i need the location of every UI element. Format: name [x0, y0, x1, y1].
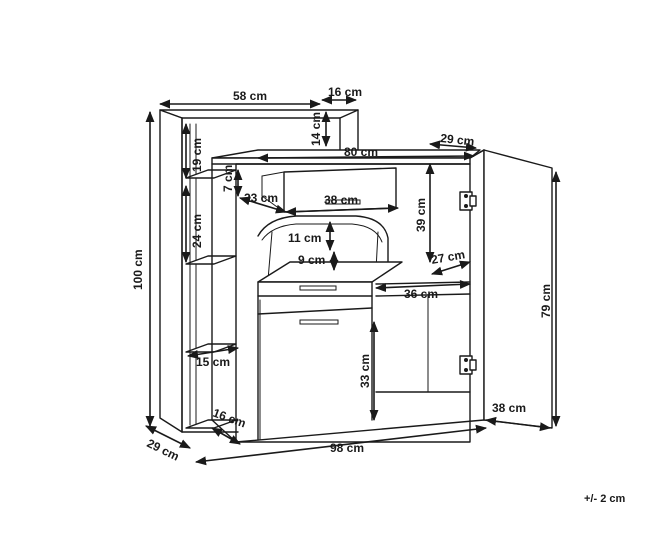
shelf-side-panel	[159, 109, 183, 433]
label-79: 79 cm	[539, 284, 553, 318]
label-100: 100 cm	[131, 249, 145, 290]
dim-line-29-top	[428, 140, 478, 152]
dimension-lines	[144, 95, 561, 466]
label-58: 58 cm	[233, 89, 267, 103]
tolerance-note: +/- 2 cm	[584, 493, 625, 505]
label-29-top: 29 cm	[440, 131, 475, 148]
shelf-top-face	[159, 109, 359, 119]
flip-handle	[299, 285, 337, 291]
label-19: 19 cm	[190, 138, 204, 172]
label-80: 80 cm	[344, 145, 378, 159]
label-98: 98 cm	[330, 441, 364, 455]
small-shelf-3	[185, 343, 237, 353]
label-23: 23 cm	[244, 191, 278, 205]
left-shelf-unit	[159, 109, 359, 433]
dim-line-80	[256, 151, 476, 163]
cabinet-top-edge	[211, 157, 471, 165]
hinge-top	[459, 191, 477, 211]
label-27: 27 cm	[430, 247, 466, 267]
bottom-handle	[299, 319, 339, 325]
dim-line-29-bottom	[144, 425, 192, 449]
label-38-drawer: 38 cm	[324, 193, 358, 207]
label-16-top: 16 cm	[328, 85, 362, 99]
label-38-door: 38 cm	[492, 401, 526, 415]
label-33: 33 cm	[358, 354, 372, 388]
label-39: 39 cm	[414, 198, 428, 232]
label-9: 9 cm	[298, 253, 325, 267]
flip-door-lid	[257, 261, 403, 283]
dim-line-38-drawer	[284, 203, 400, 217]
dim-line-27	[430, 260, 472, 276]
open-door	[459, 149, 553, 429]
dim-line-36	[374, 279, 472, 293]
door-panel	[483, 149, 553, 429]
dim-line-98	[194, 424, 488, 466]
label-14: 14 cm	[309, 112, 323, 146]
small-shelf-2	[185, 255, 237, 265]
label-24: 24 cm	[190, 214, 204, 248]
label-36: 36 cm	[404, 287, 438, 301]
hinge-bottom	[459, 355, 477, 375]
label-15: 15 cm	[196, 355, 230, 369]
label-11: 11 cm	[288, 231, 321, 245]
label-7: 7 cm	[221, 165, 235, 192]
dim-line-38-door	[484, 416, 552, 432]
dim-line-23	[238, 196, 288, 214]
dim-line-15	[186, 345, 240, 359]
flip-door-front	[257, 281, 373, 297]
